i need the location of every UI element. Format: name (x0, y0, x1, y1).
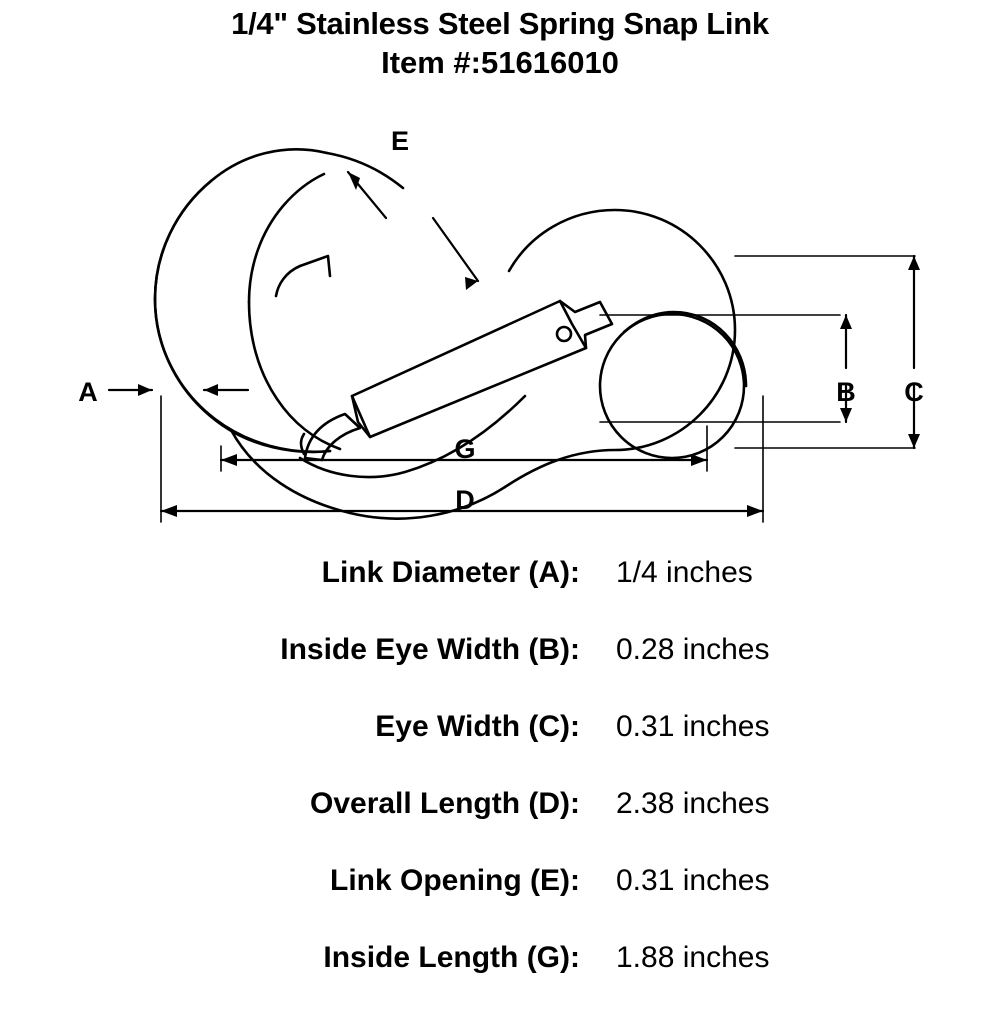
hook-outline-right-loop (503, 208, 737, 489)
gate-tip (303, 412, 362, 462)
spec-label: Link Diameter (A): (321, 556, 580, 589)
arrowhead-c-bottom (908, 434, 920, 448)
hook-outline-upper-left (153, 148, 332, 454)
arrowhead-c-top (908, 256, 920, 270)
spec-label: Inside Length (G): (323, 941, 580, 974)
page-title: 1/4" Stainless Steel Spring Snap Link It… (0, 4, 1000, 82)
spec-label: Inside Eye Width (B): (280, 633, 580, 666)
table-row: Inside Eye Width (B): 0.28 inches (0, 633, 1000, 710)
spec-label: Eye Width (C): (375, 710, 580, 743)
table-row: Inside Length (G): 1.88 inches (0, 941, 1000, 1018)
spec-label: Overall Length (D): (309, 787, 580, 820)
gate-rivet (555, 325, 573, 343)
spec-value: 2.38 inches (616, 787, 770, 820)
dim-label-d: D (455, 485, 475, 515)
dim-label-b: B (836, 377, 856, 407)
gate-bar (350, 299, 614, 439)
gate-notch (298, 254, 332, 278)
hook-inner-left-eye (247, 300, 342, 451)
table-row: Overall Length (D): 2.38 inches (0, 787, 1000, 864)
table-row: Link Diameter (A): 1/4 inches (0, 556, 1000, 633)
spec-value: 0.31 inches (616, 864, 770, 897)
arrowhead-b-top (840, 315, 852, 329)
hook-inner-throat (298, 394, 527, 479)
table-row: Eye Width (C): 0.31 inches (0, 710, 1000, 787)
arrowhead-d-right (747, 505, 763, 517)
arrowhead-a-right (204, 384, 218, 396)
dim-label-c: C (904, 377, 924, 407)
product-title: 1/4" Stainless Steel Spring Snap Link (231, 6, 769, 41)
specification-table: Link Diameter (A): 1/4 inches Inside Eye… (0, 556, 1000, 1018)
spec-label: Link Opening (E): (330, 864, 580, 897)
arrowhead-e-top (348, 172, 360, 190)
arrowhead-d-left (161, 505, 177, 517)
arrowhead-g-right (691, 454, 707, 466)
spec-value: 1/4 inches (616, 556, 753, 589)
arrowhead-e-gate (465, 277, 478, 290)
dim-label-g: G (454, 434, 475, 464)
snap-link-technical-drawing: E A B C G D (78, 126, 924, 523)
arrowhead-b-bottom (840, 408, 852, 422)
arrowhead-g-left (221, 454, 237, 466)
spec-value: 0.31 inches (616, 710, 770, 743)
item-number: Item #:51616010 (381, 45, 619, 80)
spec-value: 1.88 inches (616, 941, 770, 974)
spec-value: 0.28 inches (616, 633, 770, 666)
arrowhead-a-left (138, 384, 152, 396)
hook-outline-top (325, 151, 405, 190)
dim-label-a: A (78, 377, 98, 407)
hook-outline-bottom-left (229, 428, 507, 520)
table-row: Link Opening (E): 0.31 inches (0, 864, 1000, 941)
hook-inner-right-eye (598, 312, 746, 460)
dim-label-e: E (391, 126, 409, 156)
leader-e-gate (431, 216, 480, 283)
